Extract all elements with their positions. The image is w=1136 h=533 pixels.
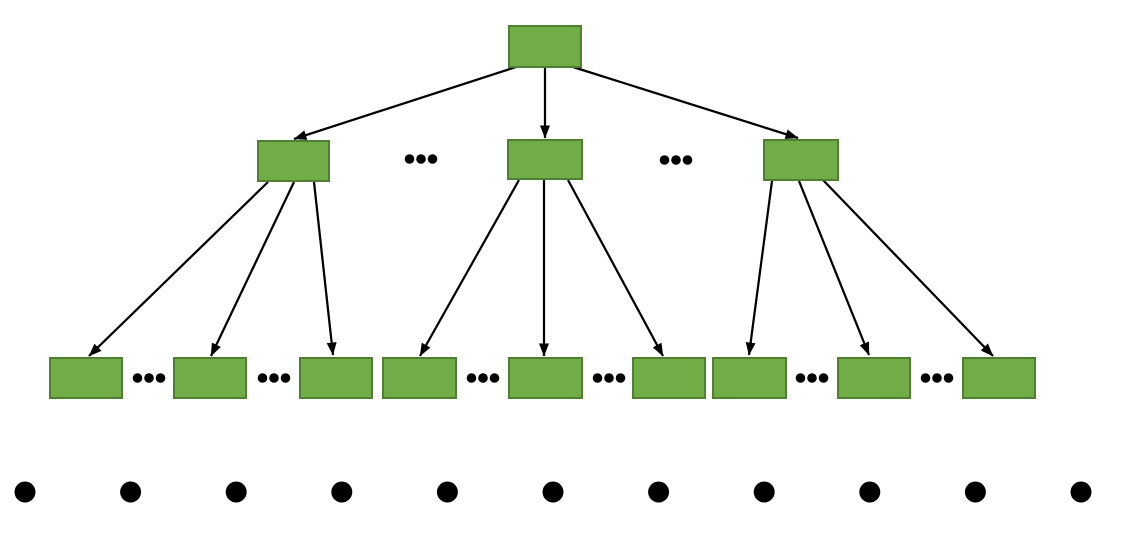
edge-internal-right-to-leaf-8 xyxy=(797,180,871,356)
bottom-dot-8 xyxy=(753,481,775,503)
ellipsis-dot xyxy=(943,373,954,383)
tree-node-leaf-2 xyxy=(173,357,247,399)
ellipsis-dot xyxy=(132,373,143,383)
ellipsis-dot xyxy=(592,373,603,383)
bottom-dot-1 xyxy=(14,481,36,503)
edge-layer xyxy=(88,65,994,357)
tree-node-leaf-7 xyxy=(712,357,787,399)
ellipsis-dot xyxy=(257,373,268,383)
ellipsis-dot xyxy=(615,373,626,383)
bottom-dot-7 xyxy=(648,481,670,503)
ellipsis-level3-gap-5 xyxy=(795,373,829,383)
bottom-dot-11 xyxy=(1070,481,1092,503)
bottom-dot-6 xyxy=(542,481,564,503)
ellipsis-level3-gap-2 xyxy=(257,373,291,383)
ellipsis-dot xyxy=(682,155,693,165)
ellipsis-dot xyxy=(280,373,291,383)
tree-node-leaf-6 xyxy=(632,357,706,399)
ellipsis-level3-gap-6 xyxy=(920,373,954,383)
tree-node-root xyxy=(508,25,582,68)
ellipsis-level3-gap-1 xyxy=(132,373,166,383)
edge-internal-middle-to-leaf-6 xyxy=(567,179,664,357)
ellipsis-dot xyxy=(155,373,166,383)
ellipsis-dot xyxy=(932,373,942,383)
bottom-dot-3 xyxy=(225,481,247,503)
bottom-dot-2 xyxy=(120,481,142,503)
ellipsis-dot xyxy=(269,373,279,383)
ellipsis-dot xyxy=(416,154,426,164)
edge-internal-left-to-leaf-3 xyxy=(312,181,337,356)
ellipsis-dot xyxy=(478,373,488,383)
tree-node-internal-right xyxy=(763,139,839,181)
ellipsis-dot xyxy=(404,154,415,164)
ellipsis-dot xyxy=(818,373,829,383)
edge-root-to-internal-left xyxy=(293,65,517,141)
ellipsis-layer xyxy=(132,154,954,383)
tree-node-leaf-5 xyxy=(508,357,583,399)
tree-node-internal-middle xyxy=(507,139,583,180)
tree-node-leaf-8 xyxy=(837,357,911,399)
ellipsis-level3-gap-4 xyxy=(592,373,626,383)
bottom-dot-5 xyxy=(436,481,458,503)
ellipsis-level3-gap-3 xyxy=(466,373,500,383)
bottom-dots-row xyxy=(14,481,1092,503)
edge-internal-right-to-leaf-7 xyxy=(745,180,774,356)
edge-internal-left-to-leaf-2 xyxy=(209,181,296,357)
ellipsis-dot xyxy=(659,155,670,165)
bottom-dot-10 xyxy=(964,481,986,503)
tree-node-internal-left xyxy=(257,140,330,182)
node-layer xyxy=(49,25,1036,399)
ellipsis-dot xyxy=(144,373,154,383)
ellipsis-dot xyxy=(795,373,806,383)
ellipsis-dot xyxy=(920,373,931,383)
ellipsis-dot xyxy=(604,373,614,383)
ellipsis-level2-gap-2 xyxy=(659,155,693,165)
ellipsis-dot xyxy=(489,373,500,383)
edge-internal-middle-to-leaf-4 xyxy=(419,179,520,357)
edge-internal-right-to-leaf-9 xyxy=(822,179,994,357)
tree-node-leaf-1 xyxy=(49,357,123,399)
ellipsis-dot xyxy=(671,155,681,165)
tree-node-leaf-3 xyxy=(299,357,373,399)
ellipsis-dot xyxy=(466,373,477,383)
ellipsis-dot xyxy=(807,373,817,383)
edge-internal-left-to-leaf-1 xyxy=(88,181,269,357)
tree-node-leaf-4 xyxy=(382,357,457,399)
bottom-dot-9 xyxy=(859,481,881,503)
tree-node-leaf-9 xyxy=(962,357,1036,399)
bottom-dot-4 xyxy=(331,481,353,503)
edge-root-to-internal-right xyxy=(572,65,799,140)
ellipsis-level2-gap-1 xyxy=(404,154,438,164)
ellipsis-dot xyxy=(427,154,438,164)
